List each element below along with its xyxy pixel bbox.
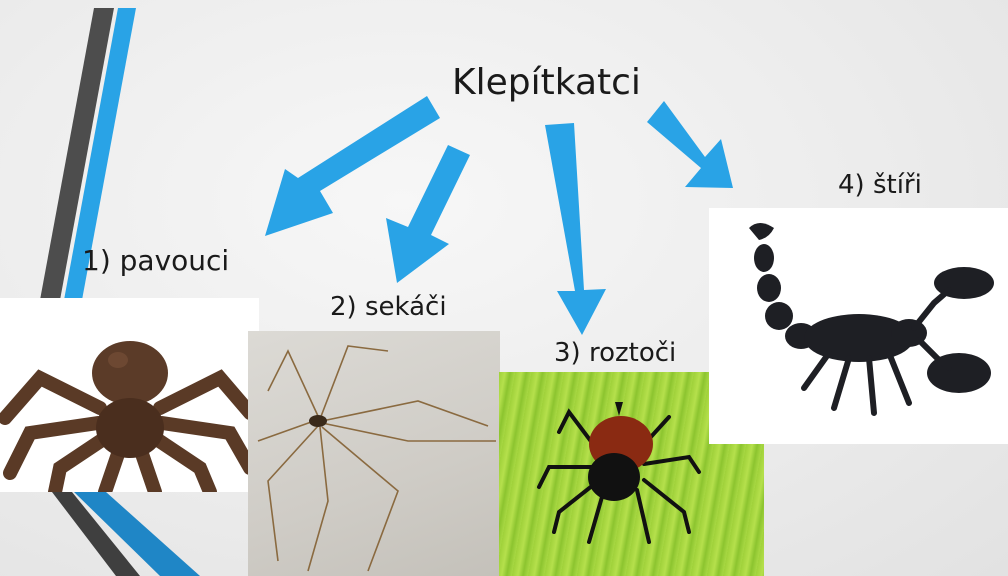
tarantula-photo bbox=[0, 298, 259, 492]
category-label-roztoci: 3) roztoči bbox=[554, 338, 676, 368]
arrow-to-pavouci bbox=[265, 96, 440, 236]
arrow-to-sekaci bbox=[386, 145, 470, 283]
category-label-sekaci: 2) sekáči bbox=[330, 292, 447, 322]
arrow-to-stiri bbox=[647, 101, 733, 188]
arrow-to-roztoci bbox=[545, 123, 606, 335]
category-label-pavouci: 1) pavouci bbox=[82, 244, 229, 277]
scorpion-photo bbox=[709, 208, 1008, 444]
harvestman-photo bbox=[248, 331, 500, 576]
category-label-stiri: 4) štíři bbox=[838, 170, 922, 200]
